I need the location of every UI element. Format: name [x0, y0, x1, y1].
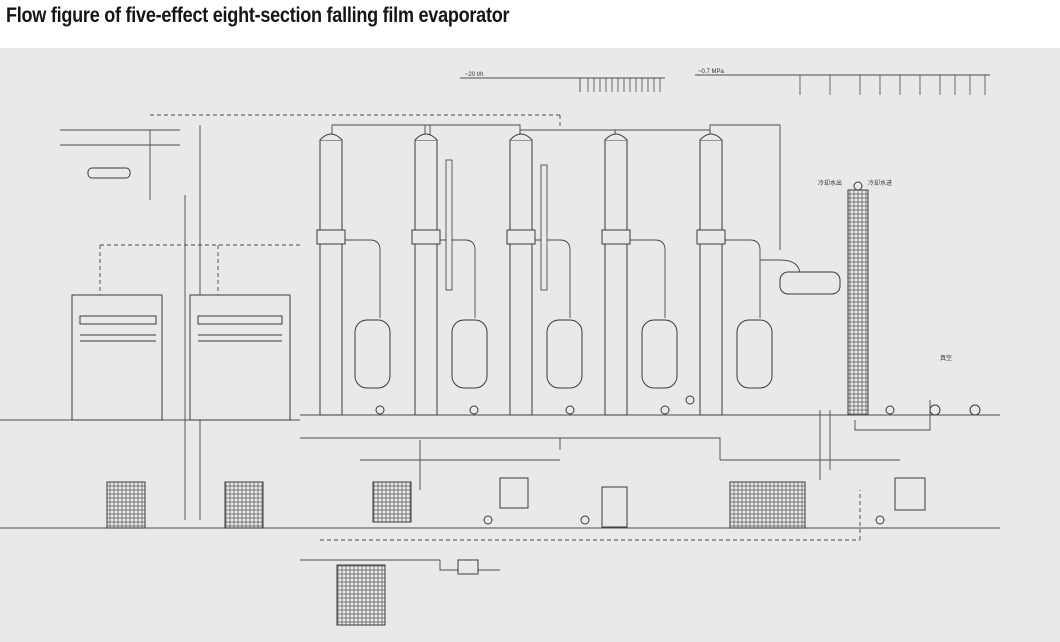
tank-3: [372, 481, 412, 523]
top-branches-left: [587, 78, 661, 92]
pump-3: [565, 405, 575, 415]
label-top-right: ~0.7 MPa: [698, 69, 725, 75]
preheater-tubes: [445, 159, 548, 291]
label-condenser-right: 冷却水进: [868, 179, 892, 187]
right-pipes: [720, 410, 900, 480]
pump-6: [885, 405, 895, 415]
bottom-tanks: [106, 477, 926, 626]
transfer-pipe-2: [440, 239, 476, 318]
separator-5: [736, 319, 773, 389]
pump-11: [875, 515, 885, 525]
pump-2: [469, 405, 479, 415]
pump-5: [685, 395, 695, 405]
tank-2: [224, 481, 264, 529]
tank-8: [894, 477, 926, 511]
label-top-left: ~20 t/h: [465, 72, 484, 78]
left-units: [71, 167, 291, 421]
dashed-top-line: [150, 114, 561, 128]
transfer-pipe-3: [535, 239, 571, 318]
separator-3: [546, 319, 583, 389]
separators: [354, 319, 773, 389]
tank-7: [499, 477, 529, 509]
mid-pipes: [300, 437, 721, 490]
pump-7: [929, 404, 941, 416]
top-supply-line-left: [460, 77, 665, 92]
tank-5: [336, 564, 386, 626]
bottom-dashed-return: [320, 490, 861, 541]
label-vacuum: 真空: [940, 354, 952, 362]
pump-4: [660, 405, 670, 415]
left-unit-2: [189, 294, 291, 421]
column-1: [316, 133, 346, 416]
separator-2: [451, 319, 488, 389]
left-unit-1: [71, 294, 163, 421]
pumps: [375, 395, 981, 575]
top-branches-right: [799, 75, 986, 95]
tank-1: [106, 481, 146, 529]
pump-1: [375, 405, 385, 415]
tank-6: [601, 486, 628, 528]
column-2: [411, 133, 441, 416]
tank-4: [729, 481, 806, 529]
condenser-outlet: [854, 400, 931, 431]
left-header: [87, 167, 131, 179]
transfer-pipe-5: [725, 239, 761, 318]
condenser: [779, 181, 869, 416]
horizontal-condenser: [779, 271, 841, 295]
evaporator-columns: [316, 133, 726, 416]
pump-8: [969, 404, 981, 416]
page-title: Flow figure of five-effect eight-section…: [6, 4, 510, 27]
packed-condenser: [847, 189, 869, 416]
column-3: [506, 133, 536, 416]
pump-10: [580, 515, 590, 525]
label-condenser-left: 冷却水出: [818, 179, 842, 187]
transfer-pipe-1: [345, 239, 381, 318]
separator-4: [641, 319, 678, 389]
pump-box: [457, 559, 479, 575]
condenser-top-nozzle: [853, 181, 863, 191]
column-5: [696, 133, 726, 416]
separator-1: [354, 319, 391, 389]
column-4: [601, 133, 631, 416]
flow-diagram: ~20 t/h ~0.7 MPa 冷却水出 冷却水进 真空: [0, 48, 1060, 642]
bottom-pump-line: [300, 559, 500, 571]
transfer-pipe-4: [630, 239, 666, 318]
left-top-lines: [60, 129, 180, 200]
diagram-labels: ~20 t/h ~0.7 MPa 冷却水出 冷却水进 真空: [465, 69, 952, 362]
pump-9: [483, 515, 493, 525]
